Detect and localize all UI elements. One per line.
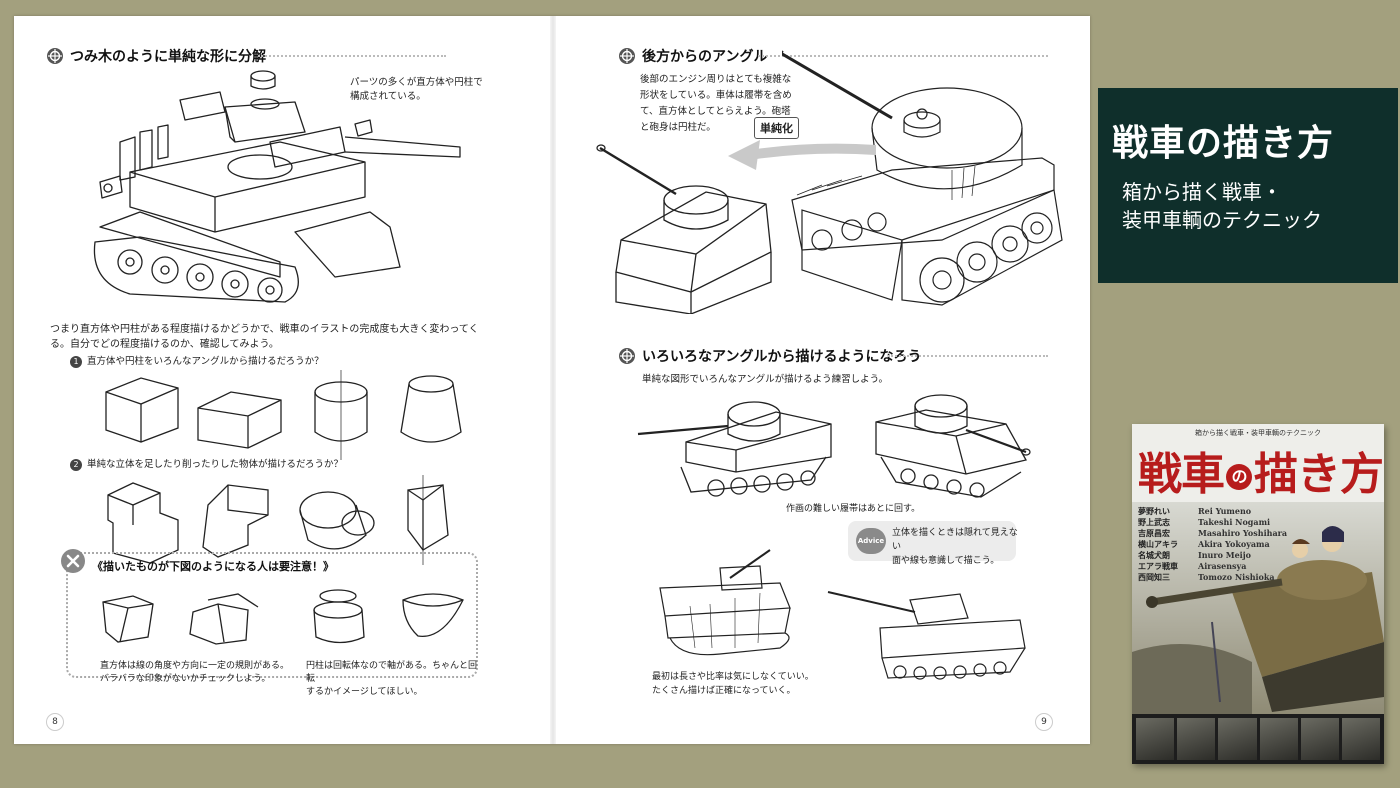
question-text: 単純な立体を足したり削ったりした物体が描けるだろうか？ bbox=[87, 459, 343, 470]
cover-thumbnail bbox=[1177, 718, 1216, 760]
box-tank-angles-sketch bbox=[636, 392, 1046, 512]
book-title: 戦車の描き方 bbox=[1112, 123, 1335, 164]
crosshair-icon bbox=[619, 348, 635, 364]
cover-thumbnail-strip bbox=[1132, 714, 1384, 764]
bad-examples-sketch bbox=[98, 582, 468, 646]
cover-tank-illustration bbox=[1132, 502, 1384, 714]
question-2: 2 単純な立体を足したり削ったりした物体が描けるだろうか？ bbox=[70, 456, 343, 471]
cover-title: 戦車の描き方 bbox=[1138, 449, 1384, 500]
cover-tagline: 箱から描く戦車・装甲車輌のテクニック bbox=[1195, 429, 1321, 437]
warning-box bbox=[66, 552, 478, 678]
detailed-tiger-rear-sketch bbox=[782, 40, 1066, 312]
section-heading-various-angles: いろいろなアングルから描けるようになろう bbox=[618, 346, 1048, 366]
tiger-tank-exploded-sketch bbox=[80, 62, 470, 312]
warning-x-icon bbox=[61, 549, 85, 573]
title-panel: 戦車の描き方 箱から描く戦車・ 装甲車輌のテクニック bbox=[1098, 88, 1398, 283]
question-number-badge: 2 bbox=[70, 459, 82, 471]
cover-thumbnail bbox=[1259, 718, 1298, 760]
warning-title: 《描いたものが下図のようになる人は要注意！》 bbox=[92, 560, 334, 573]
page-number-left: 8 bbox=[46, 713, 64, 731]
heading-divider bbox=[258, 55, 446, 57]
book-spread bbox=[14, 16, 1090, 744]
rear-angle-text: 後部のエンジン周りはとても複雑な 形状をしている。車体は履帯を含め て、直方体と… bbox=[640, 74, 792, 133]
simplify-badge: 単純化 bbox=[754, 117, 799, 139]
warning-note-cylinder: 円柱は回転体なので軸がある。ちゃんと回転 するかイメージしてほしい。 bbox=[306, 661, 478, 697]
crosshair-icon bbox=[619, 48, 635, 64]
cover-thumbnail bbox=[1341, 718, 1381, 760]
section-heading-blocks: つみ木のように単純な形に分解 bbox=[46, 46, 446, 66]
question-1: 1 直方体や円柱をいろんなアングルから描けるだろうか？ bbox=[70, 353, 324, 368]
section-heading-rear-angle: 後方からのアングル bbox=[618, 46, 1048, 66]
book-gutter bbox=[550, 16, 556, 744]
various-angles-text: 単純な図形でいろんなアングルが描けるよう練習しよう。 bbox=[642, 374, 889, 385]
bottom-caption: 最初は長さや比率は気にしなくていい。 たくさん描けば正確になっていく。 bbox=[652, 672, 814, 696]
advice-bubble-icon: Advice bbox=[856, 528, 886, 554]
cover-thumbnail bbox=[1218, 718, 1257, 760]
page-number-right: 9 bbox=[1035, 713, 1053, 731]
crosshair-icon bbox=[47, 48, 63, 64]
heading-divider bbox=[888, 355, 1048, 357]
question-number-badge: 1 bbox=[70, 356, 82, 368]
section-title: いろいろなアングルから描けるようになろう bbox=[642, 349, 922, 365]
left-arrow-icon bbox=[728, 140, 876, 170]
cover-title-no-badge: の bbox=[1226, 464, 1252, 490]
section-title: つみ木のように単純な形に分解 bbox=[70, 49, 266, 65]
cover-thumbnail bbox=[1136, 718, 1175, 760]
heading-divider bbox=[758, 55, 1048, 57]
question-text: 直方体や円柱をいろんなアングルから描けるだろうか？ bbox=[87, 356, 324, 367]
parts-callout: パーツの多くが直方体や円柱で 構成されている。 bbox=[350, 77, 483, 102]
basic-shapes-sketch bbox=[96, 370, 476, 460]
rough-tank-sketches bbox=[650, 548, 1030, 688]
body-text: つまり直方体や円柱がある程度描けるかどうかで、戦車のイラストの完成度も大きく変わ… bbox=[50, 324, 479, 350]
section-title: 後方からのアングル bbox=[642, 49, 768, 65]
advice-text: 立体を描くときは隠れて見えない 面や線も意識して描こう。 bbox=[892, 528, 1018, 566]
tracks-caption: 作画の難しい履帯はあとに回す。 bbox=[786, 504, 921, 514]
simplified-box-tank-sketch bbox=[596, 142, 776, 314]
cover-thumbnail bbox=[1300, 718, 1339, 760]
combined-shapes-sketch bbox=[98, 475, 478, 565]
warning-note-cuboid: 直方体は線の角度や方向に一定の規則がある。 バラバラな印象がないかチェックしよう… bbox=[100, 661, 290, 684]
subtitle-line-1: 箱から描く戦車・ bbox=[1122, 180, 1282, 204]
subtitle-line-2: 装甲車輌のテクニック bbox=[1122, 208, 1322, 232]
